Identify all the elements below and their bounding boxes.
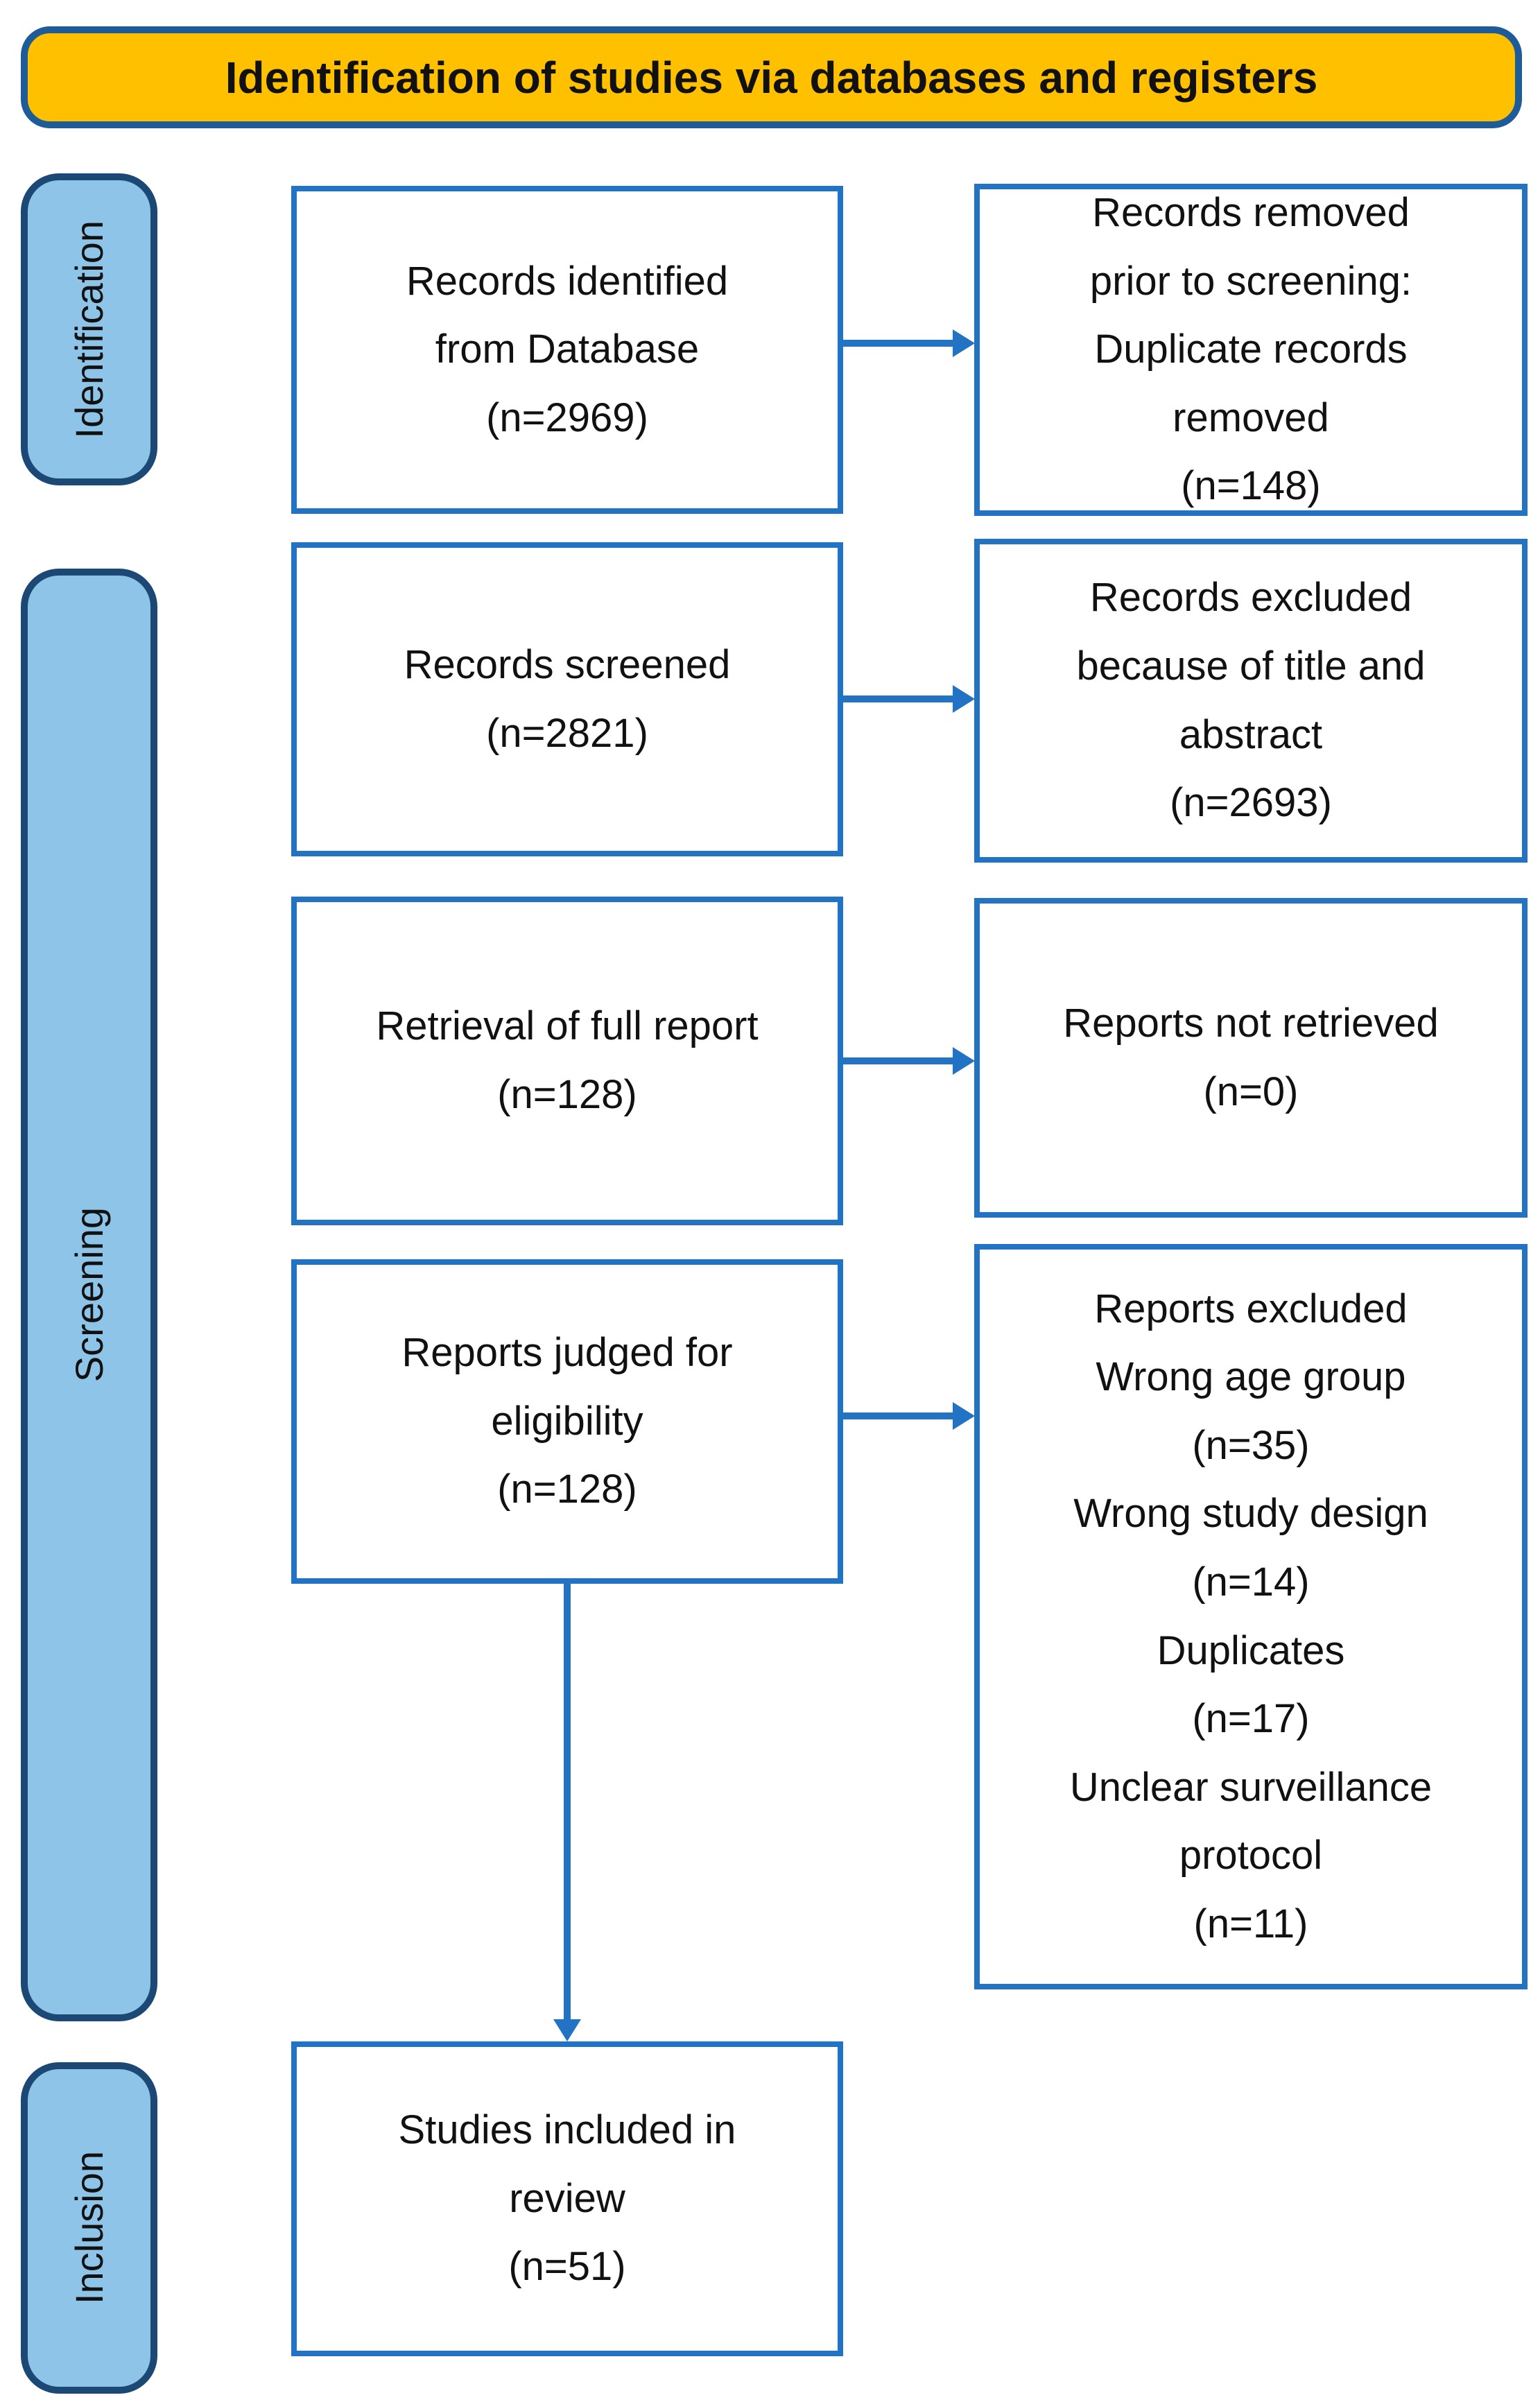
- stage-label-identification-text: Identification: [67, 220, 111, 439]
- box-reports-not-retrieved: Reports not retrieved (n=0): [974, 898, 1528, 1218]
- stage-label-inclusion-text: Inclusion: [67, 2151, 111, 2305]
- box-records-removed-text: Records removed prior to screening: Dupl…: [1089, 190, 1412, 509]
- arrow-line: [843, 340, 953, 347]
- box-records-identified-text: Records identified from Database (n=2969…: [406, 258, 729, 440]
- arrowhead-right-icon: [953, 1047, 975, 1075]
- stage-label-identification: Identification: [21, 173, 157, 485]
- arrow-retrieval-to-not-retrieved: [843, 1046, 975, 1076]
- stage-label-screening-text: Screening: [67, 1207, 111, 1383]
- diagram-title-banner: Identification of studies via databases …: [21, 26, 1522, 128]
- box-records-excluded: Records excluded because of title and ab…: [974, 539, 1528, 863]
- box-reports-judged: Reports judged for eligibility (n=128): [291, 1259, 843, 1584]
- box-reports-not-retrieved-text: Reports not retrieved (n=0): [1063, 1000, 1439, 1114]
- arrow-screened-to-excluded: [843, 684, 975, 714]
- arrow-line: [564, 1584, 571, 2019]
- arrowhead-right-icon: [953, 1402, 975, 1430]
- box-records-excluded-text: Records excluded because of title and ab…: [1076, 575, 1426, 826]
- stage-label-inclusion: Inclusion: [21, 2062, 157, 2394]
- box-reports-excluded-text: Reports excluded Wrong age group (n=35) …: [1069, 1286, 1433, 1946]
- box-studies-included: Studies included in review (n=51): [291, 2041, 843, 2356]
- arrow-judged-to-included: [552, 1584, 582, 2041]
- arrow-judged-to-reports-excluded: [843, 1401, 975, 1431]
- arrow-line: [843, 1412, 953, 1419]
- box-records-screened-text: Records screened (n=2821): [404, 641, 731, 756]
- box-retrieval-full-report-text: Retrieval of full report (n=128): [376, 1003, 759, 1117]
- box-retrieval-full-report: Retrieval of full report (n=128): [291, 897, 843, 1225]
- box-reports-excluded: Reports excluded Wrong age group (n=35) …: [974, 1244, 1528, 1989]
- box-records-identified: Records identified from Database (n=2969…: [291, 186, 843, 514]
- arrowhead-right-icon: [953, 329, 975, 357]
- box-studies-included-text: Studies included in review (n=51): [398, 2107, 736, 2290]
- box-records-screened: Records screened (n=2821): [291, 542, 843, 856]
- arrowhead-right-icon: [953, 685, 975, 713]
- arrow-line: [843, 1057, 953, 1064]
- arrowhead-down-icon: [553, 2019, 581, 2041]
- arrow-identified-to-removed: [843, 328, 975, 358]
- box-reports-judged-text: Reports judged for eligibility (n=128): [401, 1330, 733, 1512]
- box-records-removed: Records removed prior to screening: Dupl…: [974, 184, 1528, 516]
- diagram-title: Identification of studies via databases …: [225, 52, 1318, 103]
- stage-label-screening: Screening: [21, 569, 157, 2021]
- arrow-line: [843, 695, 953, 702]
